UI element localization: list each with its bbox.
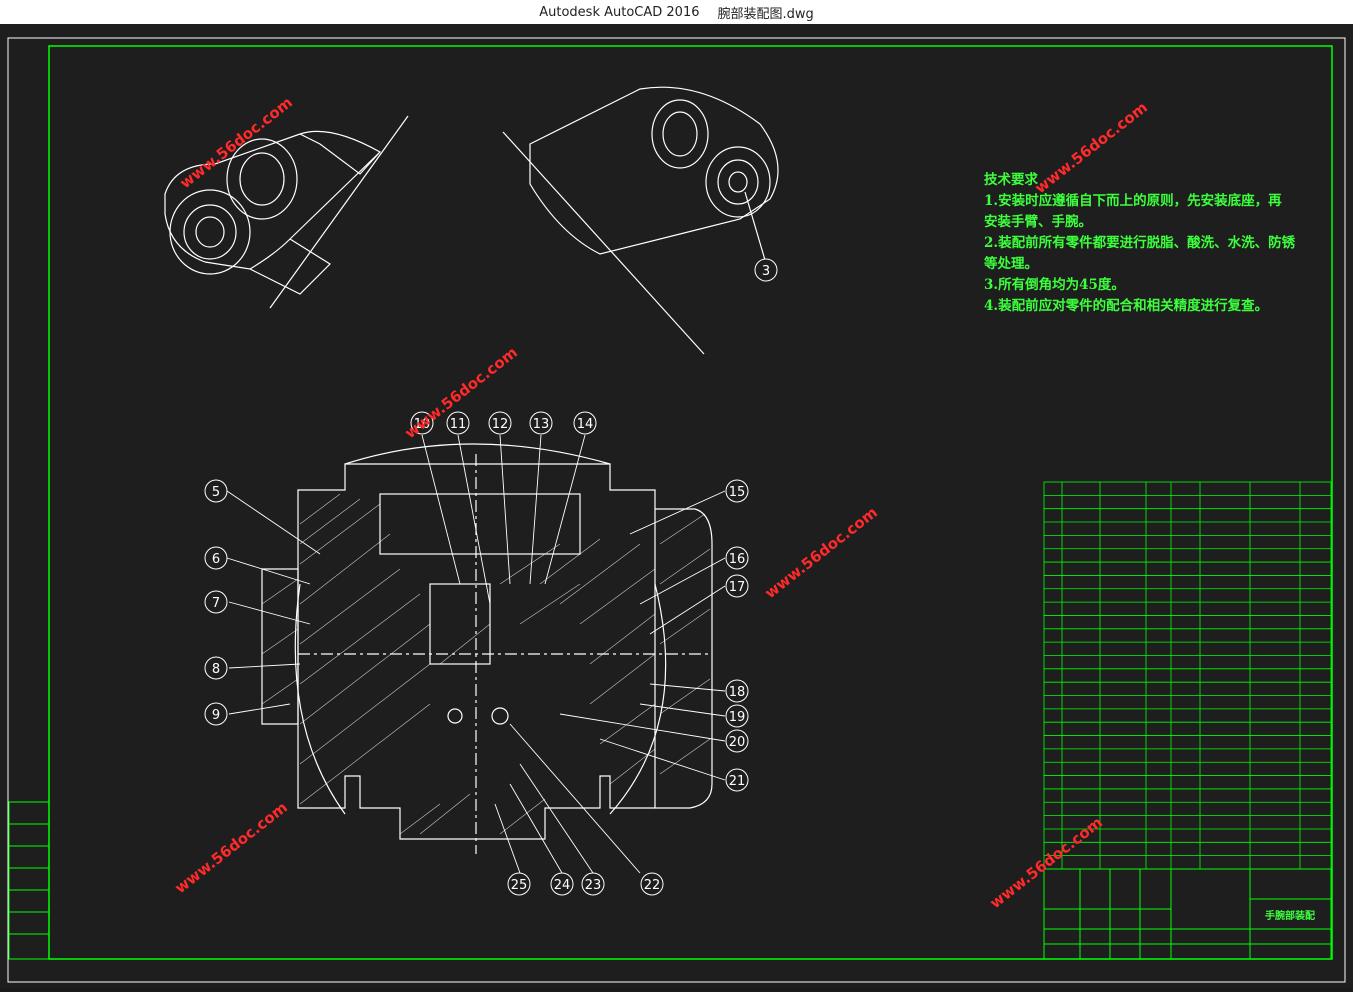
- balloon-17: [725, 574, 749, 598]
- tech-heading: 技术要求: [984, 172, 1038, 188]
- balloon-6: [204, 546, 228, 570]
- balloon-label: 12: [492, 417, 509, 432]
- balloon-label: 3: [762, 264, 770, 279]
- tech-line: 3.所有倒角均为45度。: [984, 277, 1125, 293]
- balloon-24: [550, 872, 574, 896]
- balloon-15: [725, 479, 749, 503]
- tech-line: 2.装配前所有零件都要进行脱脂、酸洗、水洗、防锈: [984, 235, 1296, 251]
- drawing-canvas[interactable]: 3 5 6 7 8 9 10 11 12 13 14 15 16 17 18 1…: [0, 24, 1353, 988]
- iso-view-right: [502, 86, 779, 355]
- balloon-label: 15: [729, 485, 746, 500]
- balloon-label: 21: [729, 774, 746, 789]
- balloon-22: [640, 872, 664, 896]
- balloon-label: 8: [212, 662, 220, 677]
- section-hatching: [261, 493, 711, 835]
- balloon-20: [725, 729, 749, 753]
- watermark: www.56doc.com: [761, 503, 881, 602]
- balloon-label: 5: [212, 485, 220, 500]
- balloon-21: [725, 768, 749, 792]
- balloon-7: [204, 590, 228, 614]
- balloon-label: 25: [511, 878, 528, 893]
- watermark: www.56doc.com: [171, 798, 291, 897]
- title-block: [1043, 868, 1332, 960]
- balloon-14: [573, 411, 597, 435]
- leader-lines: [226, 434, 726, 874]
- balloon-19: [725, 704, 749, 728]
- outer-frame: [7, 37, 1346, 983]
- balloon-25: [507, 872, 531, 896]
- window-titlebar: Autodesk AutoCAD 2016 腕部装配图.dwg: [0, 0, 1353, 24]
- balloon-label: 7: [212, 596, 220, 611]
- balloon-label: 19: [729, 710, 746, 725]
- balloon-13: [529, 411, 553, 435]
- iso-view-left: [164, 115, 409, 309]
- balloon-label: 10: [414, 417, 431, 432]
- balloon-5: [204, 479, 228, 503]
- balloon-label: 13: [533, 417, 550, 432]
- balloon-label: 22: [644, 878, 661, 893]
- balloons: [204, 258, 778, 896]
- balloon-16: [725, 546, 749, 570]
- tech-line: 4.装配前应对零件的配合和相关精度进行复查。: [984, 298, 1269, 314]
- technical-requirements: 技术要求 1.安装时应遵循自下而上的原则，先安装底座，再 安装手臂、手腕。 2.…: [984, 170, 1296, 317]
- balloon-label: 16: [729, 552, 746, 567]
- app-title: Autodesk AutoCAD 2016: [539, 4, 700, 20]
- balloon-label: 6: [212, 552, 220, 567]
- balloon-8: [204, 656, 228, 680]
- parts-list-frame: [1043, 481, 1332, 870]
- tech-line: 等处理。: [984, 256, 1038, 272]
- balloon-3: [754, 258, 778, 282]
- balloon-label: 11: [450, 417, 467, 432]
- parts-list: [1043, 481, 1332, 870]
- side-strip: [8, 801, 50, 960]
- balloon-23: [581, 872, 605, 896]
- balloon-18: [725, 679, 749, 703]
- balloon-label: 24: [554, 878, 571, 893]
- balloon-label: 20: [729, 735, 746, 750]
- balloon-labels: 3 5 6 7 8 9 10 11 12 13 14 15 16 17 18 1…: [212, 264, 770, 893]
- file-name: 腕部装配图.dwg: [717, 6, 814, 22]
- drawing-svg[interactable]: 3 5 6 7 8 9 10 11 12 13 14 15 16 17 18 1…: [0, 24, 1353, 988]
- balloon-11: [446, 411, 470, 435]
- balloon-label: 14: [577, 417, 594, 432]
- tech-line: 1.安装时应遵循自下而上的原则，先安装底座，再: [984, 193, 1282, 209]
- watermark: www.56doc.com: [986, 813, 1106, 912]
- balloon-label: 9: [212, 708, 220, 723]
- inner-frame: [48, 45, 1333, 960]
- balloon-label: 17: [729, 580, 746, 595]
- balloon-label: 23: [585, 878, 602, 893]
- balloon-12: [488, 411, 512, 435]
- tech-line: 安装手臂、手腕。: [984, 214, 1092, 230]
- balloon-10: [410, 411, 434, 435]
- balloon-label: 18: [729, 685, 746, 700]
- balloon-9: [204, 702, 228, 726]
- drawing-title: 手腕部装配: [1265, 909, 1315, 922]
- section-view: [261, 443, 713, 854]
